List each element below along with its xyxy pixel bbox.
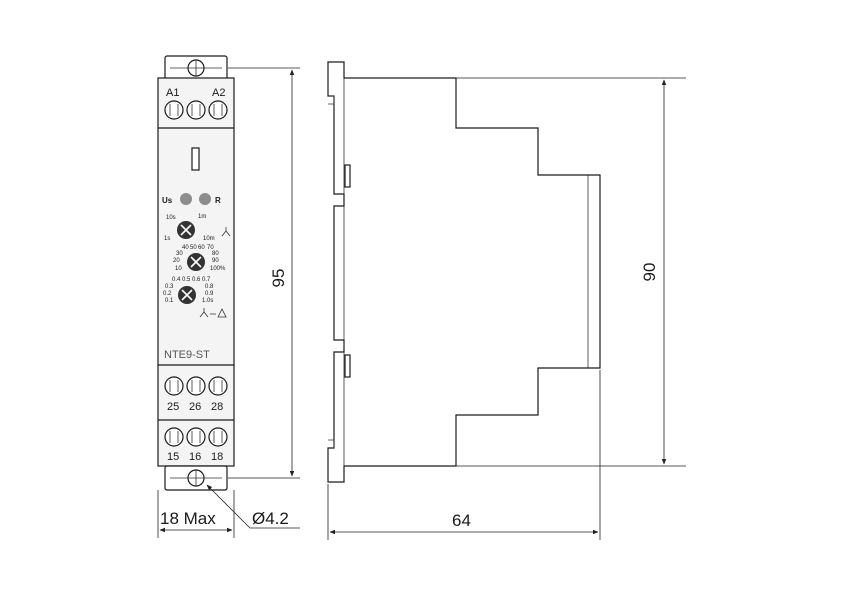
model-label: NTE9-ST: [164, 349, 210, 361]
knob1-label-0: 10s: [166, 215, 176, 221]
star-delta-symbol-icon: [199, 308, 227, 318]
top-terminals: [164, 100, 228, 120]
side-latch-lower: [344, 354, 351, 378]
terminal-label-18: 18: [211, 451, 223, 463]
side-profile: [327, 61, 601, 483]
front-dimensions: 95 18 Max Ø4.2: [157, 67, 300, 538]
knob2-label-1: 50: [190, 245, 197, 251]
knob3-label-4: 0.3: [165, 284, 174, 290]
knob2-label-2: 60: [198, 245, 205, 251]
knob3-label-8: 0.1: [165, 298, 174, 304]
knob3-label-6: 0.2: [163, 291, 172, 297]
height-95-label: 95: [269, 269, 288, 288]
side-latch-upper: [344, 164, 351, 188]
knob3-label-1: 0.5: [182, 277, 191, 283]
front-slot: [191, 147, 200, 171]
knob3-label-7: 0.9: [205, 291, 214, 297]
terminal-label-25: 25: [167, 401, 179, 413]
front-view: A1 A2 Us R 10s 1m 1s 10m 40 50 60: [157, 55, 235, 491]
knob1-label-1: 1m: [198, 214, 206, 220]
terminal-label-28: 28: [211, 401, 223, 413]
knob1-label-2: 1s: [164, 236, 170, 242]
knob2-label-9: 100%: [210, 266, 226, 272]
hole-diameter-label: Ø4.2: [252, 509, 289, 528]
front-housing: [157, 77, 235, 467]
led-us-icon: [180, 193, 192, 205]
knob2-label-0: 40: [182, 245, 189, 251]
hole-leader-line: [206, 484, 251, 529]
star-symbol-icon: [221, 227, 231, 237]
led-label-us: Us: [162, 196, 173, 205]
percentage-knob: 40 50 60 70 30 80 20 90 10 100%: [173, 245, 226, 272]
depth-64-label: 64: [452, 511, 471, 530]
width-18-max-label: 18 Max: [160, 509, 216, 528]
led-label-r: R: [215, 196, 221, 205]
middle-terminals: [164, 376, 228, 396]
knob2-label-7: 90: [212, 258, 219, 264]
knob3-label-0: 0.4: [172, 277, 181, 283]
knob3-label-9: 1.0s: [202, 298, 213, 304]
knob2-label-5: 80: [212, 251, 219, 257]
delay-knob: 0.4 0.5 0.6 0.7 0.3 0.8 0.2 0.9 0.1 1.0s: [163, 277, 227, 318]
knob2-label-4: 30: [176, 251, 183, 257]
led-r-icon: [199, 193, 211, 205]
knob2-label-3: 70: [207, 245, 214, 251]
side-dimensions: 64 90: [327, 77, 686, 540]
terminal-label-15: 15: [167, 451, 179, 463]
side-view: [327, 61, 601, 483]
knob3-label-3: 0.7: [202, 277, 211, 283]
bottom-terminals: [164, 427, 228, 447]
terminal-label-a1: A1: [166, 87, 179, 99]
height-90-label: 90: [640, 263, 659, 282]
knob2-label-6: 20: [173, 258, 180, 264]
terminal-label-26: 26: [189, 401, 201, 413]
knob3-label-2: 0.6: [192, 277, 201, 283]
knob2-label-8: 10: [175, 266, 182, 272]
top-mounting-clip: [164, 55, 228, 81]
terminal-label-a2: A2: [212, 87, 225, 99]
terminal-label-16: 16: [189, 451, 201, 463]
knob3-label-5: 0.8: [205, 284, 214, 290]
time-range-knob: 10s 1m 1s 10m: [164, 214, 231, 242]
bottom-mounting-clip: [164, 465, 228, 491]
knob1-label-3: 10m: [203, 236, 215, 242]
